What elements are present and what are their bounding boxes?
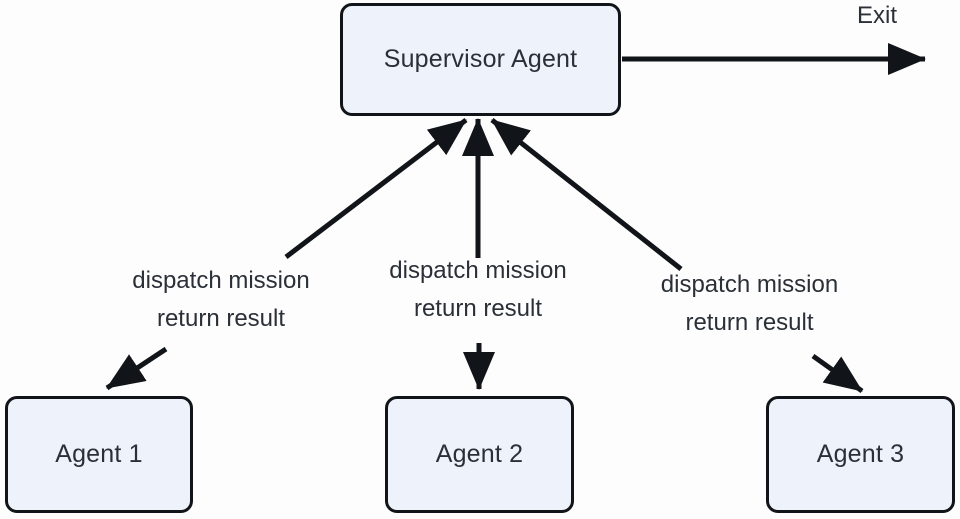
node-agent-3-label: Agent 3 xyxy=(816,440,905,468)
edge-label-agent2-line1: dispatch mission xyxy=(389,257,567,284)
edge-label-agent3-line1: dispatch mission xyxy=(660,271,839,298)
edge-label-agent2-line2: return result xyxy=(413,295,543,322)
edge-label-agent2: dispatch mission return result xyxy=(363,252,593,328)
edge-supervisor-to-agent3 xyxy=(811,353,864,394)
node-supervisor-agent-label: Supervisor Agent xyxy=(383,45,578,73)
node-agent-2-label: Agent 2 xyxy=(435,440,524,468)
edge-agent3-to-supervisor xyxy=(490,118,683,271)
edge-label-agent3-line2: return result xyxy=(685,309,814,336)
node-agent-1-label: Agent 1 xyxy=(55,440,143,468)
node-agent-2[interactable]: Agent 2 xyxy=(385,396,574,513)
edge-agent1-to-supervisor xyxy=(284,118,468,259)
node-agent-1[interactable]: Agent 1 xyxy=(5,396,193,513)
edge-label-agent3: dispatch mission return result xyxy=(628,266,871,342)
node-agent-3[interactable]: Agent 3 xyxy=(766,396,955,513)
edge-label-agent1-line2: return result xyxy=(156,305,286,332)
node-supervisor-agent[interactable]: Supervisor Agent xyxy=(340,3,621,116)
edge-label-agent1: dispatch mission return result xyxy=(106,262,336,338)
edge-label-agent1-line1: dispatch mission xyxy=(132,267,310,294)
edge-label-exit: Exit xyxy=(856,2,897,29)
edge-supervisor-to-agent1 xyxy=(105,346,168,391)
